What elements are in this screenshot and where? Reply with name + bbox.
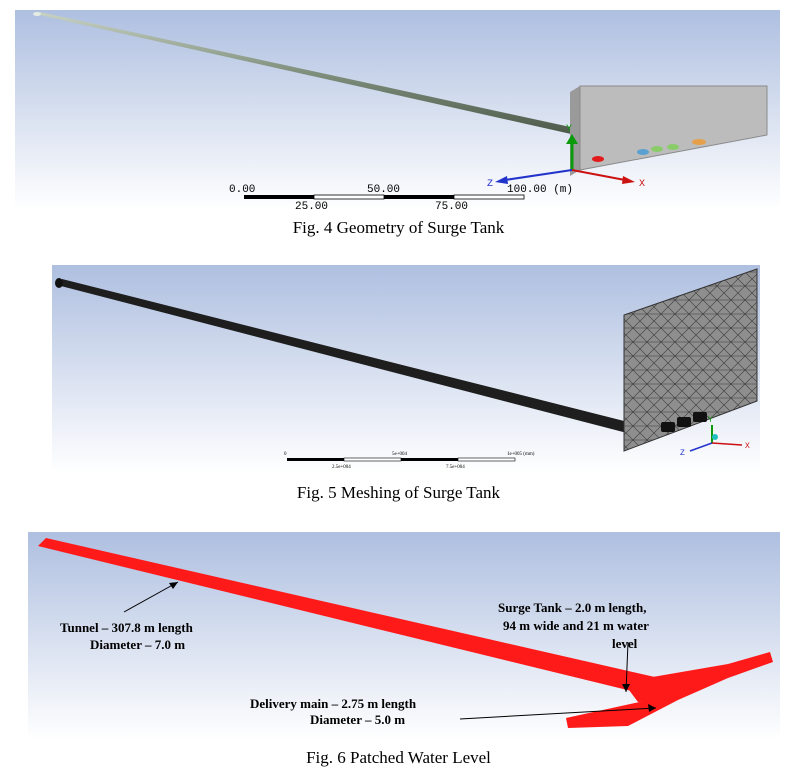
geometry-render: X Y Z 0.00 50.00 100.00 (m) 25.00 75.00 [15,10,780,210]
scale-label: 7.5e+004 [446,465,465,470]
surge-tank-plate [579,85,768,171]
scale-bar: 0.00 50.00 100.00 (m) 25.00 75.00 [229,184,573,210]
pipe-inlet [33,12,41,16]
scale-label: 25.00 [295,201,328,210]
tunnel-pipe [35,12,575,134]
mesh-outlet [661,422,675,432]
tunnel-water [38,538,668,698]
z-axis-line [689,442,713,452]
scale-label: 100.00 (m) [507,184,573,196]
x-axis-arrow [622,176,635,184]
surge-tank-annotation: level [612,636,638,651]
outlet-orange [692,139,706,145]
z-axis-line [504,169,573,181]
y-axis-arrow [566,134,578,144]
meshed-surge-tank [623,268,758,452]
scale-bar: 0 5e+004 1e+005 (mm) 2.5e+004 7.5e+004 [284,452,535,470]
figure-5-meshing: X Y Z 0 5e+004 1e+005 (mm) 2.5e+004 7.5e… [52,265,760,473]
surge-tank-annotation: Surge Tank – 2.0 m length, [498,600,646,615]
outlet-green [651,146,663,152]
surge-arrowhead [622,684,630,692]
y-axis-label: Y [708,416,713,425]
mesh-render: X Y Z 0 5e+004 1e+005 (mm) 2.5e+004 7.5e… [52,265,760,473]
mesh-pipe-inlet [55,278,63,288]
delivery-main-annotation: Delivery main – 2.75 m length [250,696,417,711]
x-axis-label: X [745,442,750,451]
surge-tank-water [623,652,773,702]
outlet-red [592,156,604,162]
outlet-green-2 [667,144,679,150]
water-level-render: Tunnel – 307.8 m length Diameter – 7.0 m… [28,532,780,740]
annotation-arrows [123,581,657,720]
figure-6-water-level: Tunnel – 307.8 m length Diameter – 7.0 m… [28,532,780,740]
figure-4-caption: Fig. 4 Geometry of Surge Tank [292,218,505,237]
triad-origin [712,434,718,440]
scale-label: 1e+005 (mm) [507,452,535,457]
scale-label: 50.00 [367,184,400,196]
delivery-main-annotation: Diameter – 5.0 m [310,712,405,727]
scale-label: 5e+004 [392,452,408,457]
outlet-blue [637,149,649,155]
z-axis-label: Z [487,179,493,190]
tunnel-arrowhead [169,582,178,589]
figure-4-geometry: X Y Z 0.00 50.00 100.00 (m) 25.00 75.00 [15,10,780,210]
y-axis-label: Y [566,124,572,135]
figure-6-caption: Fig. 6 Patched Water Level [306,748,491,767]
figure-5-caption: Fig. 5 Meshing of Surge Tank [296,483,501,502]
x-axis-line [711,442,743,446]
x-axis-line [571,169,626,181]
tunnel-annotation: Tunnel – 307.8 m length [60,620,194,635]
scale-label: 0 [284,452,287,457]
scale-label: 0.00 [229,184,255,196]
surge-tank-annotation: 94 m wide and 21 m water [503,618,649,633]
z-axis-label: Z [680,449,685,458]
scale-label: 2.5e+004 [332,465,351,470]
scale-label: 75.00 [435,201,468,210]
meshed-tunnel-pipe [57,279,632,433]
mesh-outlet [693,412,707,422]
mesh-outlet [677,417,691,427]
z-axis-arrow [495,176,508,184]
x-axis-label: X [639,179,645,190]
tunnel-annotation: Diameter – 7.0 m [90,637,185,652]
delivery-arrowhead [648,704,656,712]
